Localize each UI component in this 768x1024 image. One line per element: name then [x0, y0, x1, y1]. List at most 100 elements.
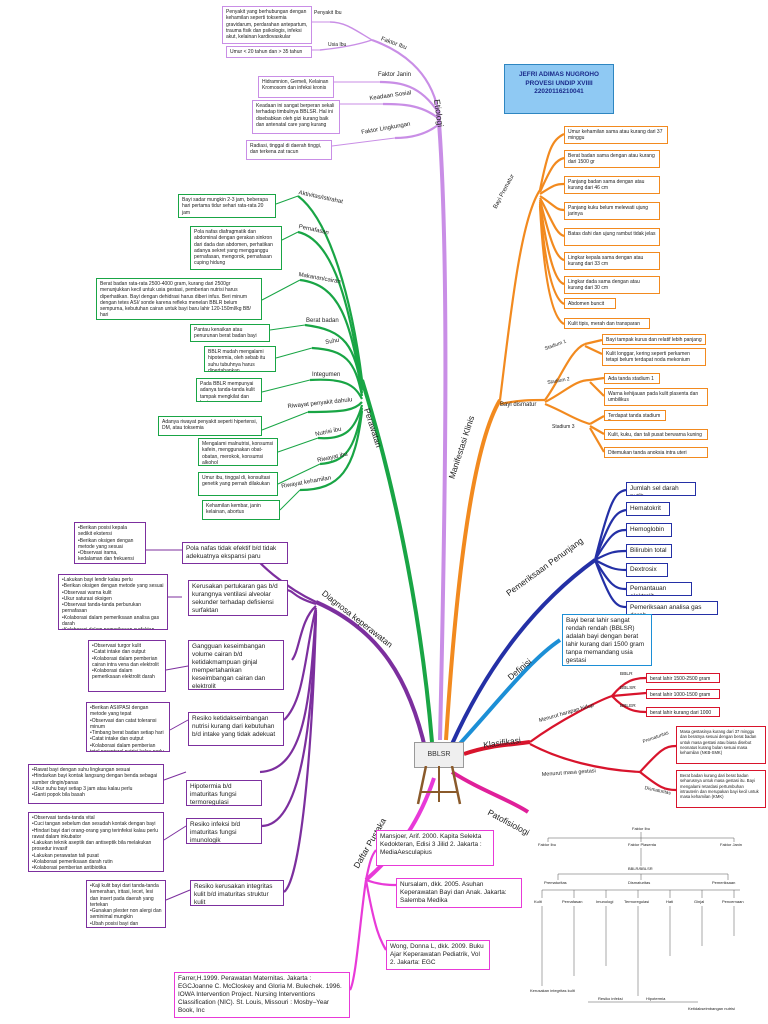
- klasifikasi-prematuritas-box: Masa gestasinya kurang dari 37 minggu da…: [676, 726, 766, 764]
- flow-bottom-2: Hipotermia: [646, 996, 666, 1001]
- diagnosa-dx-0: Pola nafas tidak efektif b/d tidak adeku…: [182, 542, 288, 564]
- klasifikasi-bblr-box: berat lahir 1500-2500 gram: [646, 673, 720, 683]
- prematur-item-8: Kulit tipis, merah dan transparan: [564, 318, 650, 329]
- prematur-item-3: Panjang kuku belum melewati ujung jariny…: [564, 202, 660, 220]
- diagnosa-int-1: •Lakukan bayi lendir kalau perlu •Berika…: [58, 574, 168, 630]
- perawatan-label-3: Berat badan: [306, 318, 339, 324]
- penunjang-item-2: Hemoglobin: [626, 523, 672, 537]
- center-label: BBLSR: [414, 742, 464, 768]
- flow-row3-4: Hati: [666, 899, 674, 904]
- stadium-3-item-1: Kulit, kuku, dan tali pusat berwarna kun…: [604, 429, 708, 440]
- flow-row3-6: Pencernaan: [722, 899, 744, 904]
- diagnosa-dx-4: Hipotermia b/d imaturitas fungsi termore…: [186, 780, 262, 806]
- diagnosa-int-4: •Rawat bayi dengan suhu lingkungan sesua…: [28, 764, 164, 804]
- penunjang-item-0: Jumlah sel darah putih: [626, 482, 696, 496]
- diagnosa-dx-3: Resiko ketidakseimbangan nutrisi kurang …: [188, 712, 284, 746]
- author-name: JEFRI ADIMAS NUGROHO: [518, 71, 599, 78]
- flow-row2-1: Dismaturitas: [628, 880, 651, 885]
- flow-top: Faktor Ibu: [632, 826, 651, 831]
- klasifikasi-bbler-box: berat lahir kurang dari 1000: [646, 707, 720, 717]
- flow-row2-2: Pemeriksaan: [712, 880, 736, 885]
- perawatan-box-2: Berat badan rata-rata 2500-4000 gram, ku…: [96, 278, 262, 320]
- etiologi-branch-lines: [319, 21, 448, 741]
- program-name: PROVESI UNDIP XVIIII: [525, 79, 593, 87]
- pustaka-item-0: Mansjoer, Arif. 2000. Kapita Selekta Ked…: [376, 830, 494, 866]
- diagnosa-branch-lines: [248, 545, 428, 893]
- klasifikasi-bblr-label: BBLR: [620, 672, 633, 677]
- diagnosa-dx-2: Gangguan keseimbangan volume cairan b/d …: [188, 640, 284, 690]
- flow-bottom-1: Resiko infeksi: [598, 996, 623, 1001]
- prematur-item-6: Lingkar dada sama dengan atau kurang dar…: [564, 276, 660, 294]
- definisi-branch-line: [454, 638, 562, 750]
- author-title-box: JEFRI ADIMAS NUGROHO PROVESI UNDIP XVIII…: [504, 64, 614, 114]
- etiologi-usia-ibu-box: Umur < 20 tahun dan > 35 tahun: [226, 46, 312, 58]
- flow-row3-1: Pernafasan: [562, 899, 583, 904]
- flow-row3-2: Imunologi: [596, 899, 614, 904]
- stadium-1-item-0: Bayi tampak kurus dan relatif lebih panj…: [602, 334, 706, 345]
- klasifikasi-dismaturitas-box: Berat badan kurang dari berat badan seha…: [676, 770, 766, 808]
- flow-row1-2: Faktor Janin: [720, 842, 743, 847]
- prematur-item-4: Batas dahi dan ujung rambut tidak jelas: [564, 228, 660, 246]
- etiologi-faktor-janin-label: Faktor Janin: [378, 72, 412, 78]
- stadium-3-label: Stadium 3: [552, 424, 575, 430]
- etiologi-usia-ibu-label: Usia Ibu: [328, 42, 347, 48]
- perawatan-box-0: Bayi sadar mungkin 2-3 jam, beberapa har…: [178, 194, 276, 218]
- penunjang-branch-lines: [450, 488, 627, 745]
- diagnosa-int-2: •Observasi turgor kulit •Catat intake da…: [88, 640, 166, 692]
- perawatan-label-5: Integumen: [312, 372, 341, 378]
- penunjang-item-4: Dextrosix: [626, 563, 668, 577]
- flow-center: BBLR/BBLSR: [628, 866, 653, 871]
- klasifikasi-bbler-label: BBLER: [620, 704, 636, 709]
- perawatan-box-7: Mengalami malnutrisi, konsumsi kafein, m…: [198, 438, 278, 466]
- prematur-item-7: Abdomen buncit: [564, 298, 616, 309]
- stadium-3-item-0: Terdapat tanda stadium 2: [604, 410, 666, 421]
- pustaka-item-3: Farrer,H.1999. Perawatan Maternitas. Jak…: [174, 972, 350, 1018]
- flow-row2-0: Prematuritas: [544, 880, 567, 885]
- perawatan-box-1: Pola nafas diafragmatik dan abdominal de…: [190, 226, 282, 270]
- etiologi-faktor-janin-box: Hidramnion, Gemeli, Kelainan Kromosom da…: [258, 76, 334, 98]
- perawatan-box-8: Umur ibu, tinggal di, konsultasi genetik…: [198, 472, 278, 496]
- perawatan-branch-lines: [297, 195, 434, 743]
- flow-row1-0: Faktor Ibu: [538, 842, 557, 847]
- diagnosa-dx-5: Resiko infeksi b/d imaturitas fungsi imu…: [186, 818, 262, 844]
- perawatan-box-6: Adanya riwayat penyakit seperti hiperten…: [158, 416, 262, 436]
- patofisiologi-branch-line: [450, 770, 530, 814]
- diagnosa-int-3: •Berikan ASI/PASI dengan metode yang tep…: [86, 702, 170, 752]
- patofisiologi-connectors: [541, 832, 740, 1003]
- etiologi-faktor-lingkungan-box: Radiasi, tinggal di daerah tinggi, dan t…: [246, 140, 332, 160]
- etiologi-penyakit-ibu-label: Penyakit Ibu: [314, 10, 342, 16]
- stadium-2-item-1: Warna kehijauan pada kulit plasenta dan …: [604, 388, 708, 406]
- prematur-item-0: Umur kehamilan sama atau kurang dari 37 …: [564, 126, 668, 144]
- diagnosa-int-6: •Kaji kulit bayi dari tanda-tanda kemera…: [86, 880, 166, 928]
- pustaka-item-1: Nursalam, dkk. 2005. Asuhan Keperawatan …: [396, 878, 522, 908]
- perawatan-box-3: Pantau kenaikan atau penurunan berat bad…: [190, 324, 270, 342]
- stadium-1-item-1: Kulit longgar, kering seperti perkamen t…: [602, 348, 706, 366]
- flow-row1-1: Faktor Plasenta: [628, 842, 657, 847]
- prematur-item-5: Lingkar kepala sama dengan atau kurang d…: [564, 252, 660, 270]
- flow-row3-0: Kulit: [534, 899, 542, 904]
- flow-bottom-0: Kerusakan integritas kulit: [530, 988, 575, 993]
- klasifikasi-bblsr-box: berat lahir 1000-1500 gram: [646, 689, 720, 699]
- diagnosa-dx-1: Kerusakan pertukaran gas b/d kurangnya v…: [188, 580, 288, 616]
- easel-icon: [416, 766, 462, 805]
- center-node: BBLSR: [414, 742, 464, 805]
- penunjang-item-1: Hematokrit: [626, 502, 670, 516]
- penunjang-item-3: Bilirubin total: [626, 544, 672, 558]
- manifestasi-branch-lines: [444, 133, 605, 741]
- flow-row3-5: Ginjal: [694, 899, 705, 904]
- student-id: 22020116210041: [534, 88, 584, 96]
- penunjang-item-6: Pemeriksaan analisa gas darah: [626, 601, 718, 615]
- flow-row3-3: Termoregulasi: [624, 899, 650, 904]
- stadium-3-item-2: Ditemukan tanda anoksia intra uteri: [604, 447, 708, 458]
- prematur-item-1: Berat badan sama dengan atau kurang dari…: [564, 150, 660, 168]
- patofisiologi-flowchart: Faktor Ibu Faktor Ibu Faktor Plasenta Fa…: [528, 826, 754, 1018]
- pustaka-item-2: Wong, Donna L, dkk. 2009. Buku Ajar Kepe…: [386, 940, 490, 970]
- perawatan-box-4: BBLR mudah mengalami hipotermia, oleh se…: [204, 346, 276, 372]
- prematur-item-2: Panjang badan sama dengan atau kurang da…: [564, 176, 660, 194]
- etiologi-penyakit-ibu-box: Penyakit yang berhubungan dengan kehamil…: [222, 6, 312, 44]
- klasifikasi-branch-lines: [463, 676, 677, 792]
- penunjang-item-5: Pemantauan elektrolit: [626, 582, 692, 596]
- flow-bottom-3: Ketidakseimbangan nutrisi: [688, 1006, 735, 1011]
- diagnosa-int-5: •Observasi tanda-tanda vital •Cuci tanga…: [28, 812, 164, 872]
